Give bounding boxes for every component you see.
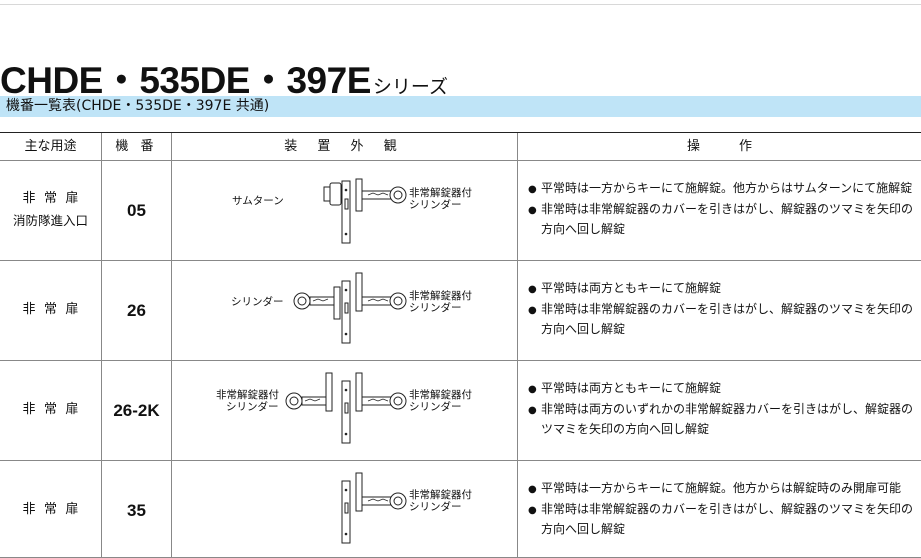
subheading-bar: 機番一覧表(CHDE・535DE・397E 共通) <box>0 96 921 117</box>
operation-item: 平常時は両方ともキーにて施解錠 <box>528 279 920 300</box>
operation-cell: 平常時は両方ともキーにて施解錠 非常時は両方のいずれかの非常解錠器カバーを引きは… <box>528 379 920 439</box>
model-number: 05 <box>127 201 146 220</box>
use-subtext: 消防隊進入口 <box>12 213 88 228</box>
operation-item: 非常時は非常解錠器のカバーを引きはがし、解錠器のツマミを矢印の方向へ回し解錠 <box>528 500 920 539</box>
operation-cell: 平常時は一方からキーにて施解錠。他方からはサムターンにて施解錠 非常時は非常解錠… <box>528 179 920 239</box>
right-label-line1: 非常解錠器付 <box>409 389 472 401</box>
title-main: CHDE・535DE・397E <box>0 60 371 101</box>
left-label: サムターン <box>232 195 284 207</box>
lock-diagram <box>285 372 407 444</box>
operation-item: 平常時は一方からキーにて施解錠。他方からは解錠時のみ開扉可能 <box>528 479 920 500</box>
header-number: 機 番 <box>115 139 158 154</box>
right-label-line2: シリンダー <box>409 501 462 513</box>
right-label-line1: 非常解錠器付 <box>409 290 472 302</box>
table-row: 非常扉 26 シリンダー 非常解錠器付 シリンダー <box>0 261 921 361</box>
col-divider <box>517 133 518 558</box>
operation-item: 平常時は一方からキーにて施解錠。他方からはサムターンにて施解錠 <box>528 179 920 200</box>
lock-diagram <box>341 472 407 544</box>
use-cell: 非常扉 <box>0 399 101 421</box>
left-label-line1: 非常解錠器付 <box>216 389 279 401</box>
table-row: 非常扉 35 非常解錠器付 シリンダー 平常時は一方からキーにて施解錠。他方から… <box>0 461 921 558</box>
col-divider <box>171 133 172 558</box>
operation-cell: 平常時は一方からキーにて施解錠。他方からは解錠時のみ開扉可能 非常時は非常解錠器… <box>528 479 920 539</box>
col-divider <box>101 133 102 558</box>
device-diagram: 非常解錠器付 シリンダー 非常解錠器付 シリンダー <box>172 361 517 460</box>
use-text: 非常扉 <box>22 191 87 206</box>
header-device: 装 置 外 観 <box>284 139 405 154</box>
right-label-line1: 非常解錠器付 <box>409 489 472 501</box>
left-label: シリンダー <box>231 296 284 308</box>
model-number: 26 <box>127 301 146 320</box>
operation-item: 非常時は非常解錠器のカバーを引きはがし、解錠器のツマミを矢印の方向へ回し解錠 <box>528 200 920 239</box>
use-cell: 非常扉 <box>0 499 101 521</box>
operation-item: 非常時は非常解錠器のカバーを引きはがし、解錠器のツマミを矢印の方向へ回し解錠 <box>528 300 920 339</box>
model-table: 主な用途 機 番 装 置 外 観 操 作 非常扉 消防隊進入口 05 <box>0 132 921 558</box>
right-label-line2: シリンダー <box>409 401 462 413</box>
device-diagram: シリンダー 非常解錠器付 シリンダー <box>172 261 517 360</box>
operation-item: 非常時は両方のいずれかの非常解錠器カバーを引きはがし、解錠器のツマミを矢印の方向… <box>528 400 920 439</box>
left-label-line2: シリンダー <box>226 401 279 413</box>
table-header: 主な用途 機 番 装 置 外 観 操 作 <box>0 133 921 161</box>
right-label-line2: シリンダー <box>409 199 462 211</box>
lock-diagram <box>293 272 407 344</box>
right-label-line1: 非常解錠器付 <box>409 187 472 199</box>
model-number: 26-2K <box>113 401 160 420</box>
header-use: 主な用途 <box>24 139 77 154</box>
device-diagram: 非常解錠器付 シリンダー <box>172 461 517 557</box>
right-label-line2: シリンダー <box>409 302 462 314</box>
operation-cell: 平常時は両方ともキーにて施解錠 非常時は非常解錠器のカバーを引きはがし、解錠器の… <box>528 279 920 339</box>
table-row: 非常扉 消防隊進入口 05 サムターン 非常解錠器付 シリンダー 平常時は一方か… <box>0 161 921 261</box>
device-diagram: サムターン 非常解錠器付 シリンダー <box>172 161 517 260</box>
model-number: 35 <box>127 501 146 520</box>
top-divider <box>0 4 921 5</box>
use-cell: 非常扉 消防隊進入口 <box>0 188 101 232</box>
use-text: 非常扉 <box>22 402 87 417</box>
use-text: 非常扉 <box>22 502 87 517</box>
operation-item: 平常時は両方ともキーにて施解錠 <box>528 379 920 400</box>
lock-diagram <box>323 178 407 244</box>
use-text: 非常扉 <box>22 302 87 317</box>
use-cell: 非常扉 <box>0 299 101 321</box>
title-suffix: シリーズ <box>372 76 448 98</box>
header-operation: 操 作 <box>686 139 752 154</box>
table-row: 非常扉 26-2K 非常解錠器付 シリンダー 非常解錠器付 シ <box>0 361 921 461</box>
